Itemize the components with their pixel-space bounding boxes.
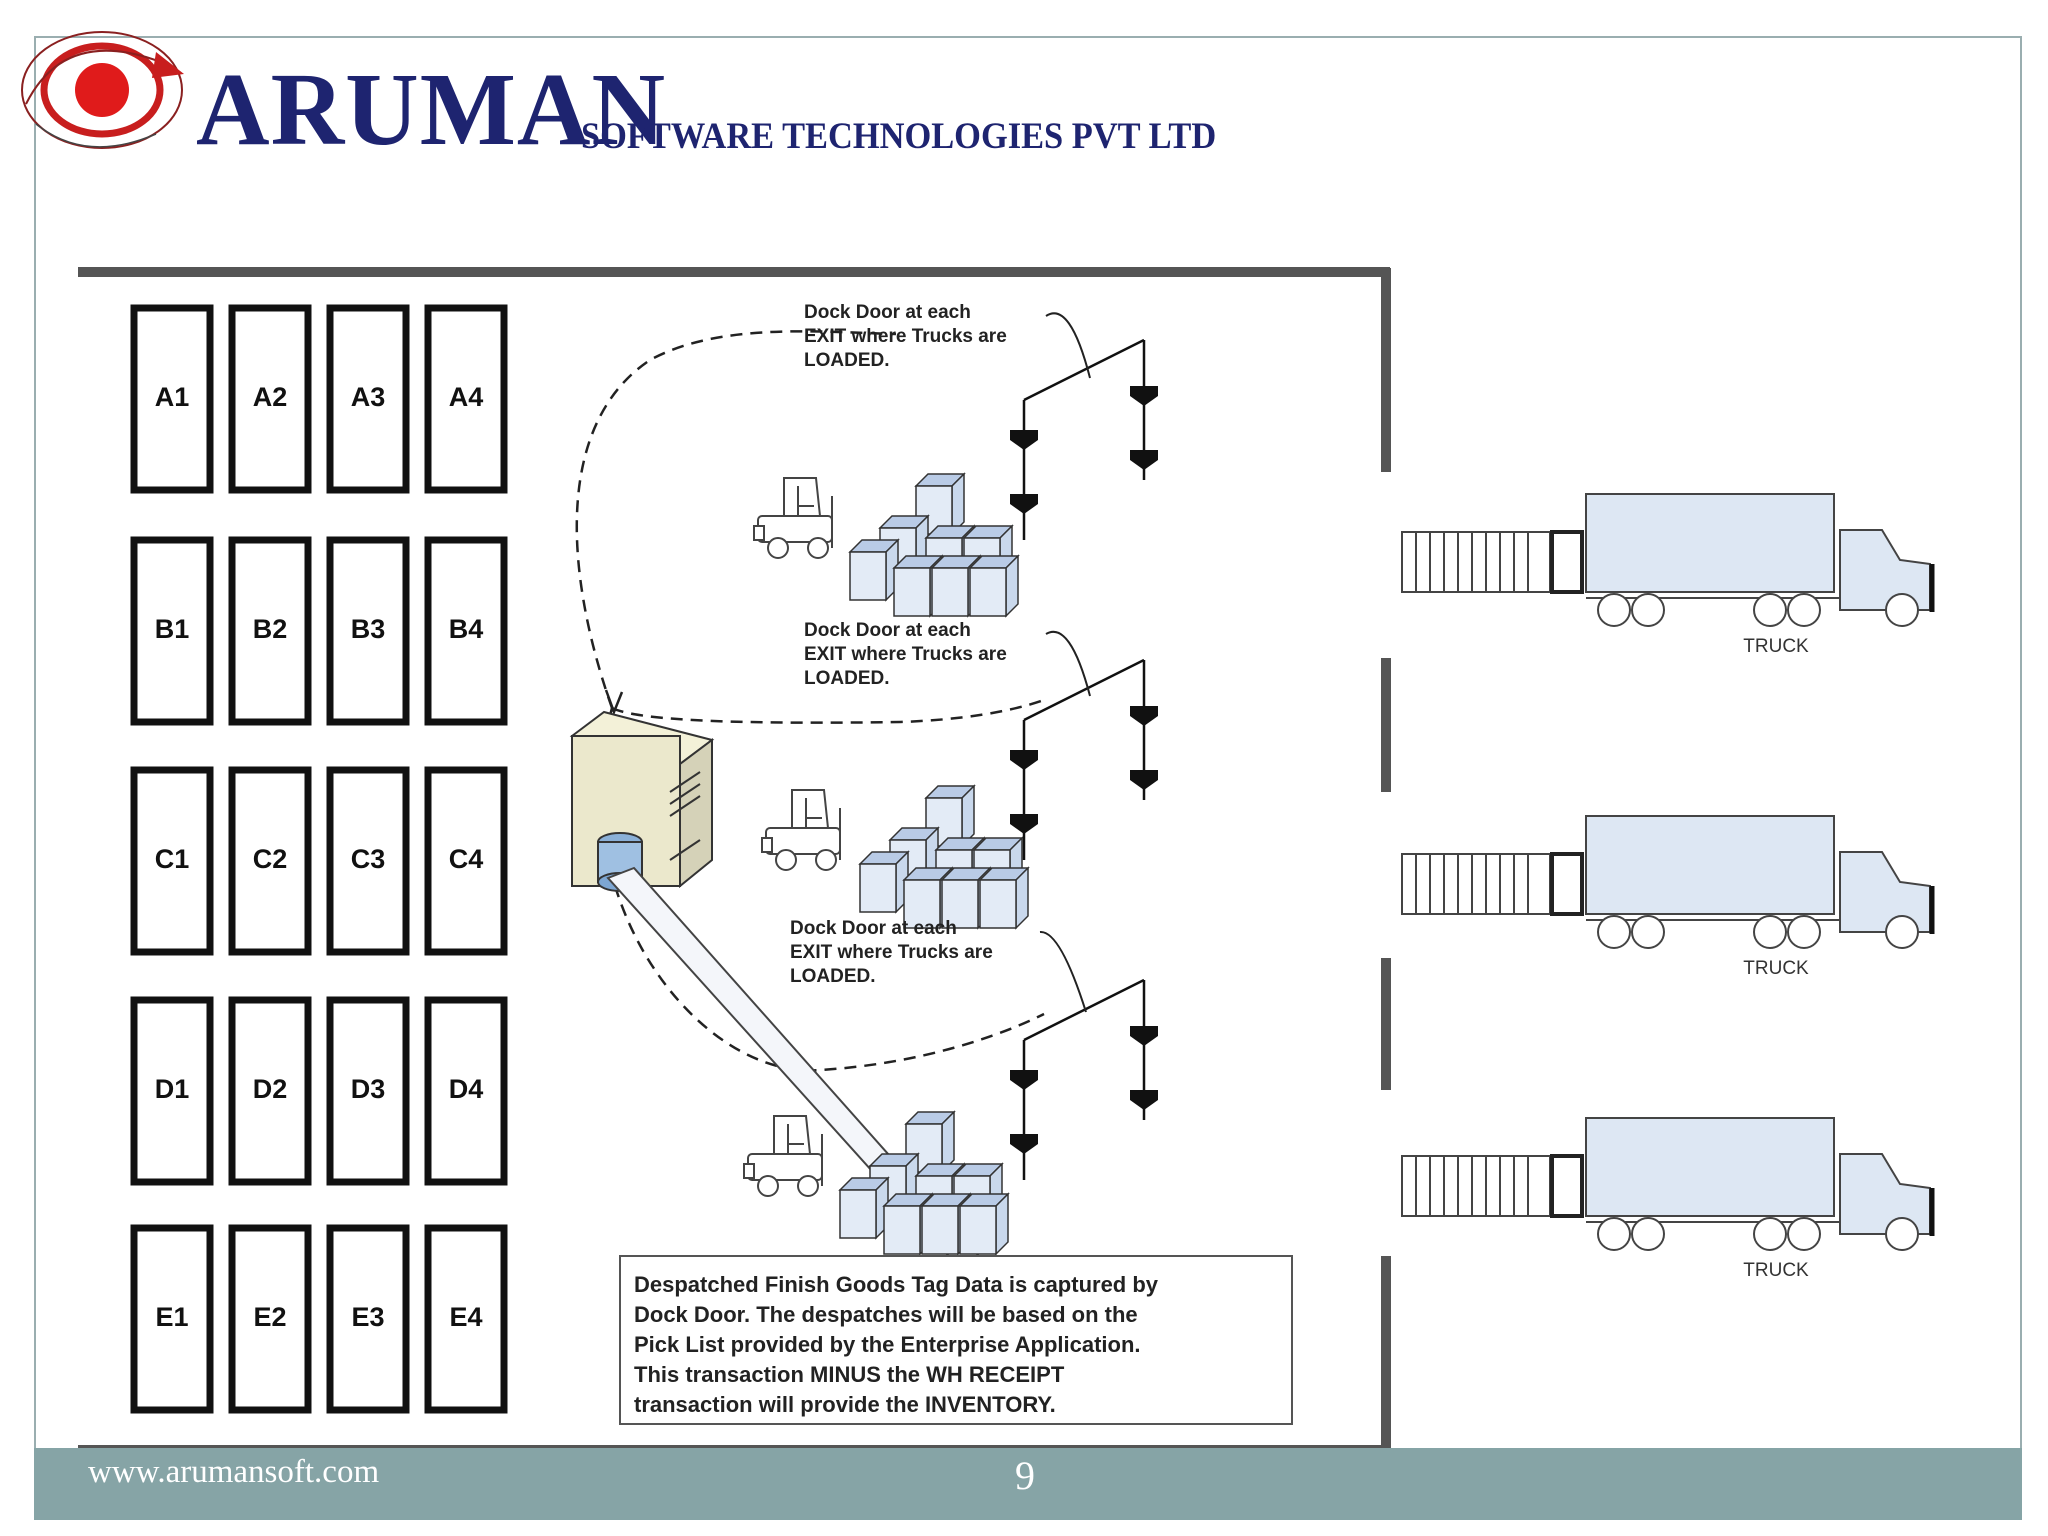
note-text: Despatched Finish Goods Tag Data is capt…	[634, 1272, 1159, 1417]
rack-label: E3	[351, 1302, 384, 1332]
rack-label: E2	[253, 1302, 286, 1332]
dock-door-label: EXIT where Trucks are	[804, 644, 1007, 665]
rack-cell: C4	[424, 766, 508, 956]
rack-cell: D1	[130, 996, 214, 1186]
rack-cell: A2	[228, 304, 312, 494]
rack-label: B1	[155, 614, 190, 644]
rack-label: A1	[155, 382, 190, 412]
rack-label: C4	[449, 844, 484, 874]
truck-3	[1402, 1118, 1932, 1250]
rack-cell: B2	[228, 536, 312, 726]
rack-cell: C1	[130, 766, 214, 956]
rack-label: B4	[449, 614, 484, 644]
leader-line	[1039, 931, 1087, 1013]
aruman-logo-icon	[21, 31, 184, 149]
rack-label: A4	[449, 382, 484, 412]
company-suffix: SOFTWARE TECHNOLOGIES PVT LTD	[581, 116, 1217, 157]
dock-door-label: LOADED.	[804, 350, 890, 371]
loading-zone-1	[753, 338, 1160, 616]
rack-label: C1	[155, 844, 190, 874]
rack-label: B2	[253, 614, 288, 644]
rack-label: B3	[351, 614, 386, 644]
rack-cell: A4	[424, 304, 508, 494]
leader-line	[1045, 631, 1091, 697]
loading-zone-2	[761, 658, 1160, 928]
rack-cell: B1	[130, 536, 214, 726]
note-box	[619, 1255, 1293, 1425]
dock-door-label: Dock Door at each	[804, 302, 971, 323]
truck-2	[1402, 816, 1932, 948]
rack-cell: E1	[130, 1224, 214, 1414]
rack-label: E4	[449, 1302, 482, 1332]
rack-label: D1	[155, 1074, 190, 1104]
truck-1	[1402, 494, 1932, 626]
note-line: transaction will provide the INVENTORY.	[634, 1392, 1056, 1417]
rack-cell: A1	[130, 304, 214, 494]
rack-cell: C2	[228, 766, 312, 956]
note-line: Dock Door. The despatches will be based …	[634, 1302, 1138, 1327]
footer-bar	[34, 1448, 2022, 1520]
rack-cell: D4	[424, 996, 508, 1186]
rack-label: D2	[253, 1074, 288, 1104]
note-line: Despatched Finish Goods Tag Data is capt…	[634, 1272, 1159, 1297]
page-number: 9	[1015, 1453, 1035, 1498]
rack-cell: B3	[326, 536, 410, 726]
rack-cell: C3	[326, 766, 410, 956]
rack-label: D4	[449, 1074, 484, 1104]
rack-cell: A3	[326, 304, 410, 494]
truck-label: TRUCK	[1743, 1260, 1809, 1281]
rack-cell: E2	[228, 1224, 312, 1414]
loading-zone-3	[743, 978, 1160, 1254]
footer-url[interactable]: www.arumansoft.com	[88, 1454, 380, 1490]
rack-label: C3	[351, 844, 386, 874]
rack-label: C2	[253, 844, 288, 874]
rack-label: A3	[351, 382, 386, 412]
dock-door-label: EXIT where Trucks are	[804, 326, 1007, 347]
dock-door-label: LOADED.	[790, 966, 876, 987]
rack-cell: D3	[326, 996, 410, 1186]
leader-line	[1045, 312, 1091, 379]
dock-door-label: LOADED.	[804, 668, 890, 689]
dock-door-label: EXIT where Trucks are	[790, 942, 993, 963]
rack-label: A2	[253, 382, 288, 412]
rack-label: D3	[351, 1074, 386, 1104]
truck-labels: TRUCK TRUCK TRUCK	[1743, 636, 1809, 1281]
dock-door-label: Dock Door at each	[790, 918, 957, 939]
truck-label: TRUCK	[1743, 636, 1809, 657]
dock-door-label: Dock Door at each	[804, 620, 971, 641]
note-line: This transaction MINUS the WH RECEIPT	[634, 1362, 1065, 1387]
note-line: Pick List provided by the Enterprise App…	[634, 1332, 1141, 1357]
server-icon	[569, 710, 715, 892]
rack-label: E1	[155, 1302, 188, 1332]
rack-cell: E3	[326, 1224, 410, 1414]
truck-label: TRUCK	[1743, 958, 1809, 979]
slide-frame	[34, 36, 2022, 1520]
rack-cell: B4	[424, 536, 508, 726]
brand-name: ARUMAN	[196, 52, 667, 167]
rack-cell: D2	[228, 996, 312, 1186]
rack-cell: E4	[424, 1224, 508, 1414]
